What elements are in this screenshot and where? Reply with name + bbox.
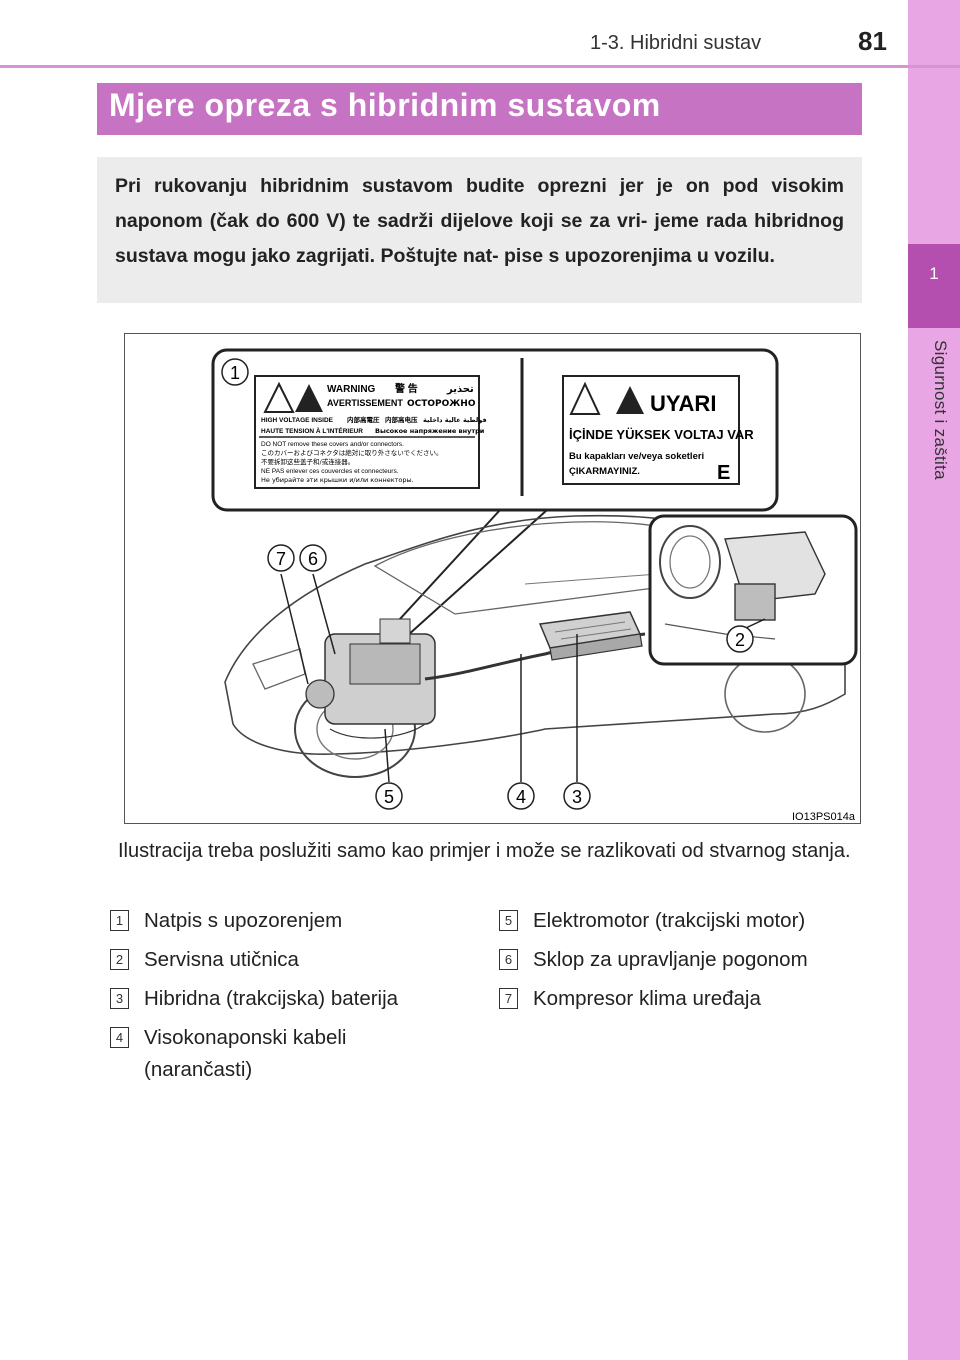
label-left-voltage-ar: فولطية عالية داخلية <box>423 416 487 424</box>
exclamation-triangle-icon <box>295 384 323 412</box>
hybrid-system-illustration: WARNING 警 告 تحذير AVERTISSEMENT ОСТОРОЖН… <box>124 333 861 824</box>
label-left-voltage-ru: Высокое напряжение внутри <box>375 427 485 435</box>
label-left-sub-fr: AVERTISSEMENT <box>327 398 403 408</box>
running-header: 1-3. Hibridni sustav <box>590 32 762 54</box>
figure-code: IO13PS014a <box>792 811 856 823</box>
legend-number: 2 <box>110 949 129 970</box>
legend-item: Natpis s upozorenjem <box>144 909 343 932</box>
label-left-voltage-cn: 内部高电压 <box>385 415 418 424</box>
legend-item: Hibridna (trakcijska) baterija <box>144 987 399 1010</box>
callout-1: 1 <box>221 358 249 386</box>
legend-number: 6 <box>499 949 518 970</box>
section-title: Mjere opreza s hibridnim sustavom <box>97 83 862 135</box>
svg-text:6: 6 <box>308 549 318 569</box>
page-number: 81 <box>858 26 887 56</box>
label-right-line2: Bu kapakları ve/veya soketleri <box>569 451 704 462</box>
label-right-line1: İÇİNDE YÜKSEK VOLTAJ VAR <box>569 427 754 442</box>
legend-number: 4 <box>110 1027 129 1048</box>
lightning-triangle-icon <box>569 381 601 415</box>
svg-text:2: 2 <box>735 630 745 650</box>
label-left-sub-ru: ОСТОРОЖНО <box>407 399 476 409</box>
warning-label-right <box>562 375 740 485</box>
intro-line: jeme rada hibridnog sustava mogu jako za… <box>115 210 844 267</box>
legend-item: Kompresor klima uređaja <box>533 987 761 1010</box>
label-left-head-jp: 警 告 <box>394 382 418 395</box>
service-plug <box>734 583 776 621</box>
label-left-voltage-fr: HAUTE TENSION À L'INTÉRIEUR <box>261 426 363 435</box>
label-left-voltage: HIGH VOLTAGE INSIDE <box>261 417 334 424</box>
ac-compressor <box>305 679 335 709</box>
svg-text:7: 7 <box>276 549 286 569</box>
callout-3: 3 <box>563 782 591 810</box>
intro-text: Pri rukovanju hibridnim sustavom budite … <box>115 169 844 274</box>
legend-item: Sklop za upravljanje pogonom <box>533 948 808 971</box>
callout-4: 4 <box>507 782 535 810</box>
label-left-voltage-jp: 内部高電圧 <box>347 415 380 424</box>
legend-number: 3 <box>110 988 129 1009</box>
legend-item-continuation: (narančasti) <box>144 1058 253 1081</box>
callout-6: 6 <box>299 544 327 572</box>
callout-7: 7 <box>267 544 295 572</box>
hybrid-battery <box>538 611 643 661</box>
lightning-triangle-icon <box>263 381 295 413</box>
exclamation-triangle-icon <box>616 386 644 414</box>
label-right-line3: ÇIKARMAYINIZ. <box>569 466 640 477</box>
label-left-line: NE PAS enlever ces couvercles et connect… <box>261 468 399 475</box>
svg-text:5: 5 <box>384 787 394 807</box>
svg-text:4: 4 <box>516 787 526 807</box>
label-left-head: WARNING <box>327 384 376 395</box>
figure-caption: Ilustracija treba poslužiti samo kao pri… <box>118 840 851 862</box>
header-rule <box>0 65 960 68</box>
legend-item: Servisna utičnica <box>144 948 299 971</box>
label-right-letter: E <box>717 462 730 484</box>
label-left-line: Не убирайте эти крышки и/или коннекторы. <box>261 476 414 484</box>
intro-line: Pri rukovanju hibridnim sustavom budite … <box>115 175 759 197</box>
label-left-line: DO NOT remove these covers and/or connec… <box>261 441 404 448</box>
chapter-number: 1 <box>929 264 939 283</box>
label-left-line: 不要拆卸这些盖子和/或连接器。 <box>261 457 354 466</box>
svg-text:3: 3 <box>572 787 582 807</box>
label-left-head-ar: تحذير <box>446 384 474 395</box>
legend-item: Elektromotor (trakcijski motor) <box>533 909 806 932</box>
legend-number: 1 <box>110 910 129 931</box>
svg-text:1: 1 <box>230 363 240 383</box>
callout-2: 2 <box>726 625 754 653</box>
label-right-head: UYARI <box>650 391 716 416</box>
intro-line: pise s upozorenjima u vozilu. <box>504 245 775 267</box>
legend-number: 7 <box>499 988 518 1009</box>
rear-wheel <box>724 655 806 733</box>
warning-label-left <box>254 375 480 489</box>
label-left-line: このカバーおよびコネクタは絶対に取り外さないでください。 <box>261 448 443 457</box>
headlight <box>252 648 306 690</box>
intro-box: Pri rukovanju hibridnim sustavom budite … <box>97 157 862 303</box>
illustration-svg: WARNING 警 告 تحذير AVERTISSEMENT ОСТОРОЖН… <box>211 348 858 823</box>
chapter-title: Sigurnost i zaštita <box>931 340 950 480</box>
legend-item: Visokonaponski kabeli <box>144 1026 347 1049</box>
intro-line: visokim naponom (čak do 600 V) te sadrži… <box>115 175 844 232</box>
legend-number: 5 <box>499 910 518 931</box>
engine-bay-components <box>305 618 436 739</box>
callout-5: 5 <box>375 782 403 810</box>
chapter-tab <box>908 244 960 328</box>
side-tab-strip <box>908 0 960 1360</box>
